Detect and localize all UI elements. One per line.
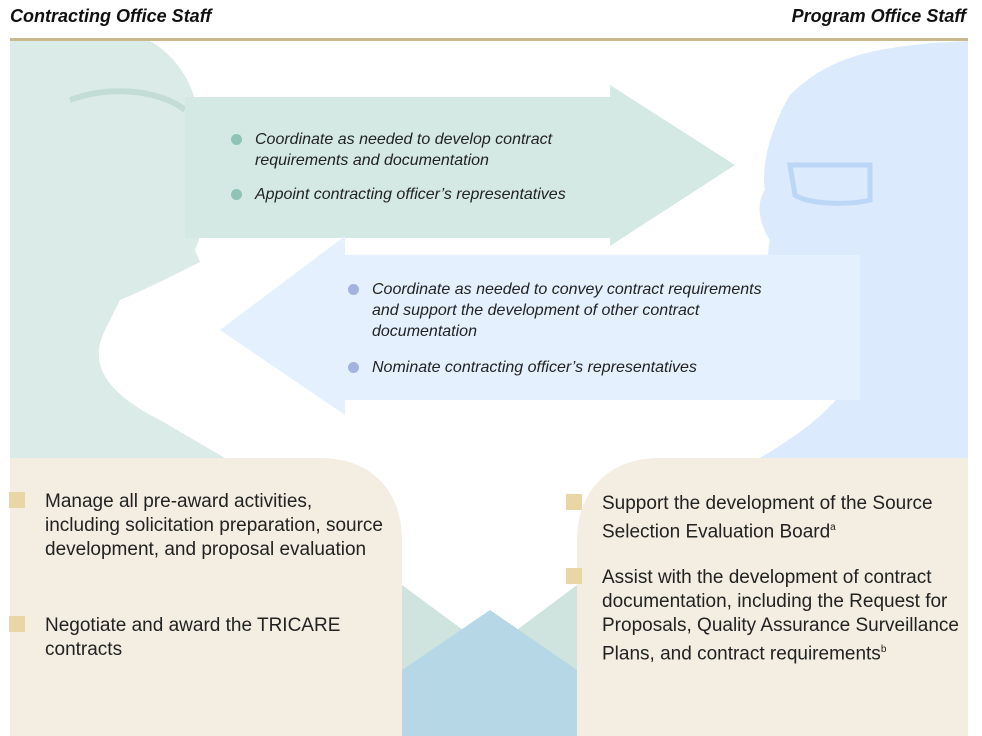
contracting-box-shape [10,458,402,736]
contracting-office-header: Contracting Office Staff [10,6,212,26]
contracting-box-item-2: Negotiate and award the TRICARE contract… [9,614,385,662]
program-office-header: Program Office Staff [791,6,966,26]
arrow-to-program-item-1: Coordinate as needed to develop contract… [231,129,635,171]
bullet-square-icon [566,494,582,510]
footnote-marker-b: b [880,644,887,655]
arrow-to-program-item-2-text: Appoint contracting officer’s representa… [255,186,566,203]
bullet-dot-icon [231,189,242,200]
program-box-item-2: Assist with the development of contract … [566,566,962,666]
arrow-to-program-item-2: Appoint contracting officer’s representa… [231,184,635,205]
bullet-dot-icon [348,362,359,373]
contracting-box-item-2-text: Negotiate and award the TRICARE contract… [45,615,341,660]
center-crossing-blue [402,610,577,736]
arrow-to-contracting-shape [220,236,860,415]
contracting-box-item-1: Manage all pre-award activities, includi… [9,490,385,562]
program-box-item-1: Support the development of the Source Se… [566,492,962,544]
bullet-square-icon [9,616,25,632]
bullet-square-icon [566,568,582,584]
header-rule [10,38,968,41]
program-box-item-1-text: Support the development of the Source Se… [602,493,933,543]
bullet-square-icon [9,492,25,508]
contracting-box-item-1-text: Manage all pre-award activities, includi… [45,491,383,560]
contracting-face-outline [68,88,187,113]
contracting-staff-silhouette [10,41,225,458]
arrow-to-contracting-item-2: Nominate contracting officer’s represent… [348,357,772,378]
arrow-to-contracting-item-1: Coordinate as needed to convey contract … [348,279,772,342]
arrow-to-contracting-item-1-text: Coordinate as needed to convey contract … [372,281,762,340]
footnote-marker-a: a [830,522,836,533]
program-box-item-2-text: Assist with the development of contract … [602,567,959,665]
arrow-to-contracting-item-2-text: Nominate contracting officer’s represent… [372,359,697,376]
glasses-icon [787,162,873,206]
program-box-shape [577,458,968,736]
bullet-dot-icon [348,284,359,295]
arrow-to-program-shape [185,85,735,246]
arrow-to-program-item-1-text: Coordinate as needed to develop contract… [255,131,553,169]
bullet-dot-icon [231,134,242,145]
program-staff-silhouette [759,41,968,458]
